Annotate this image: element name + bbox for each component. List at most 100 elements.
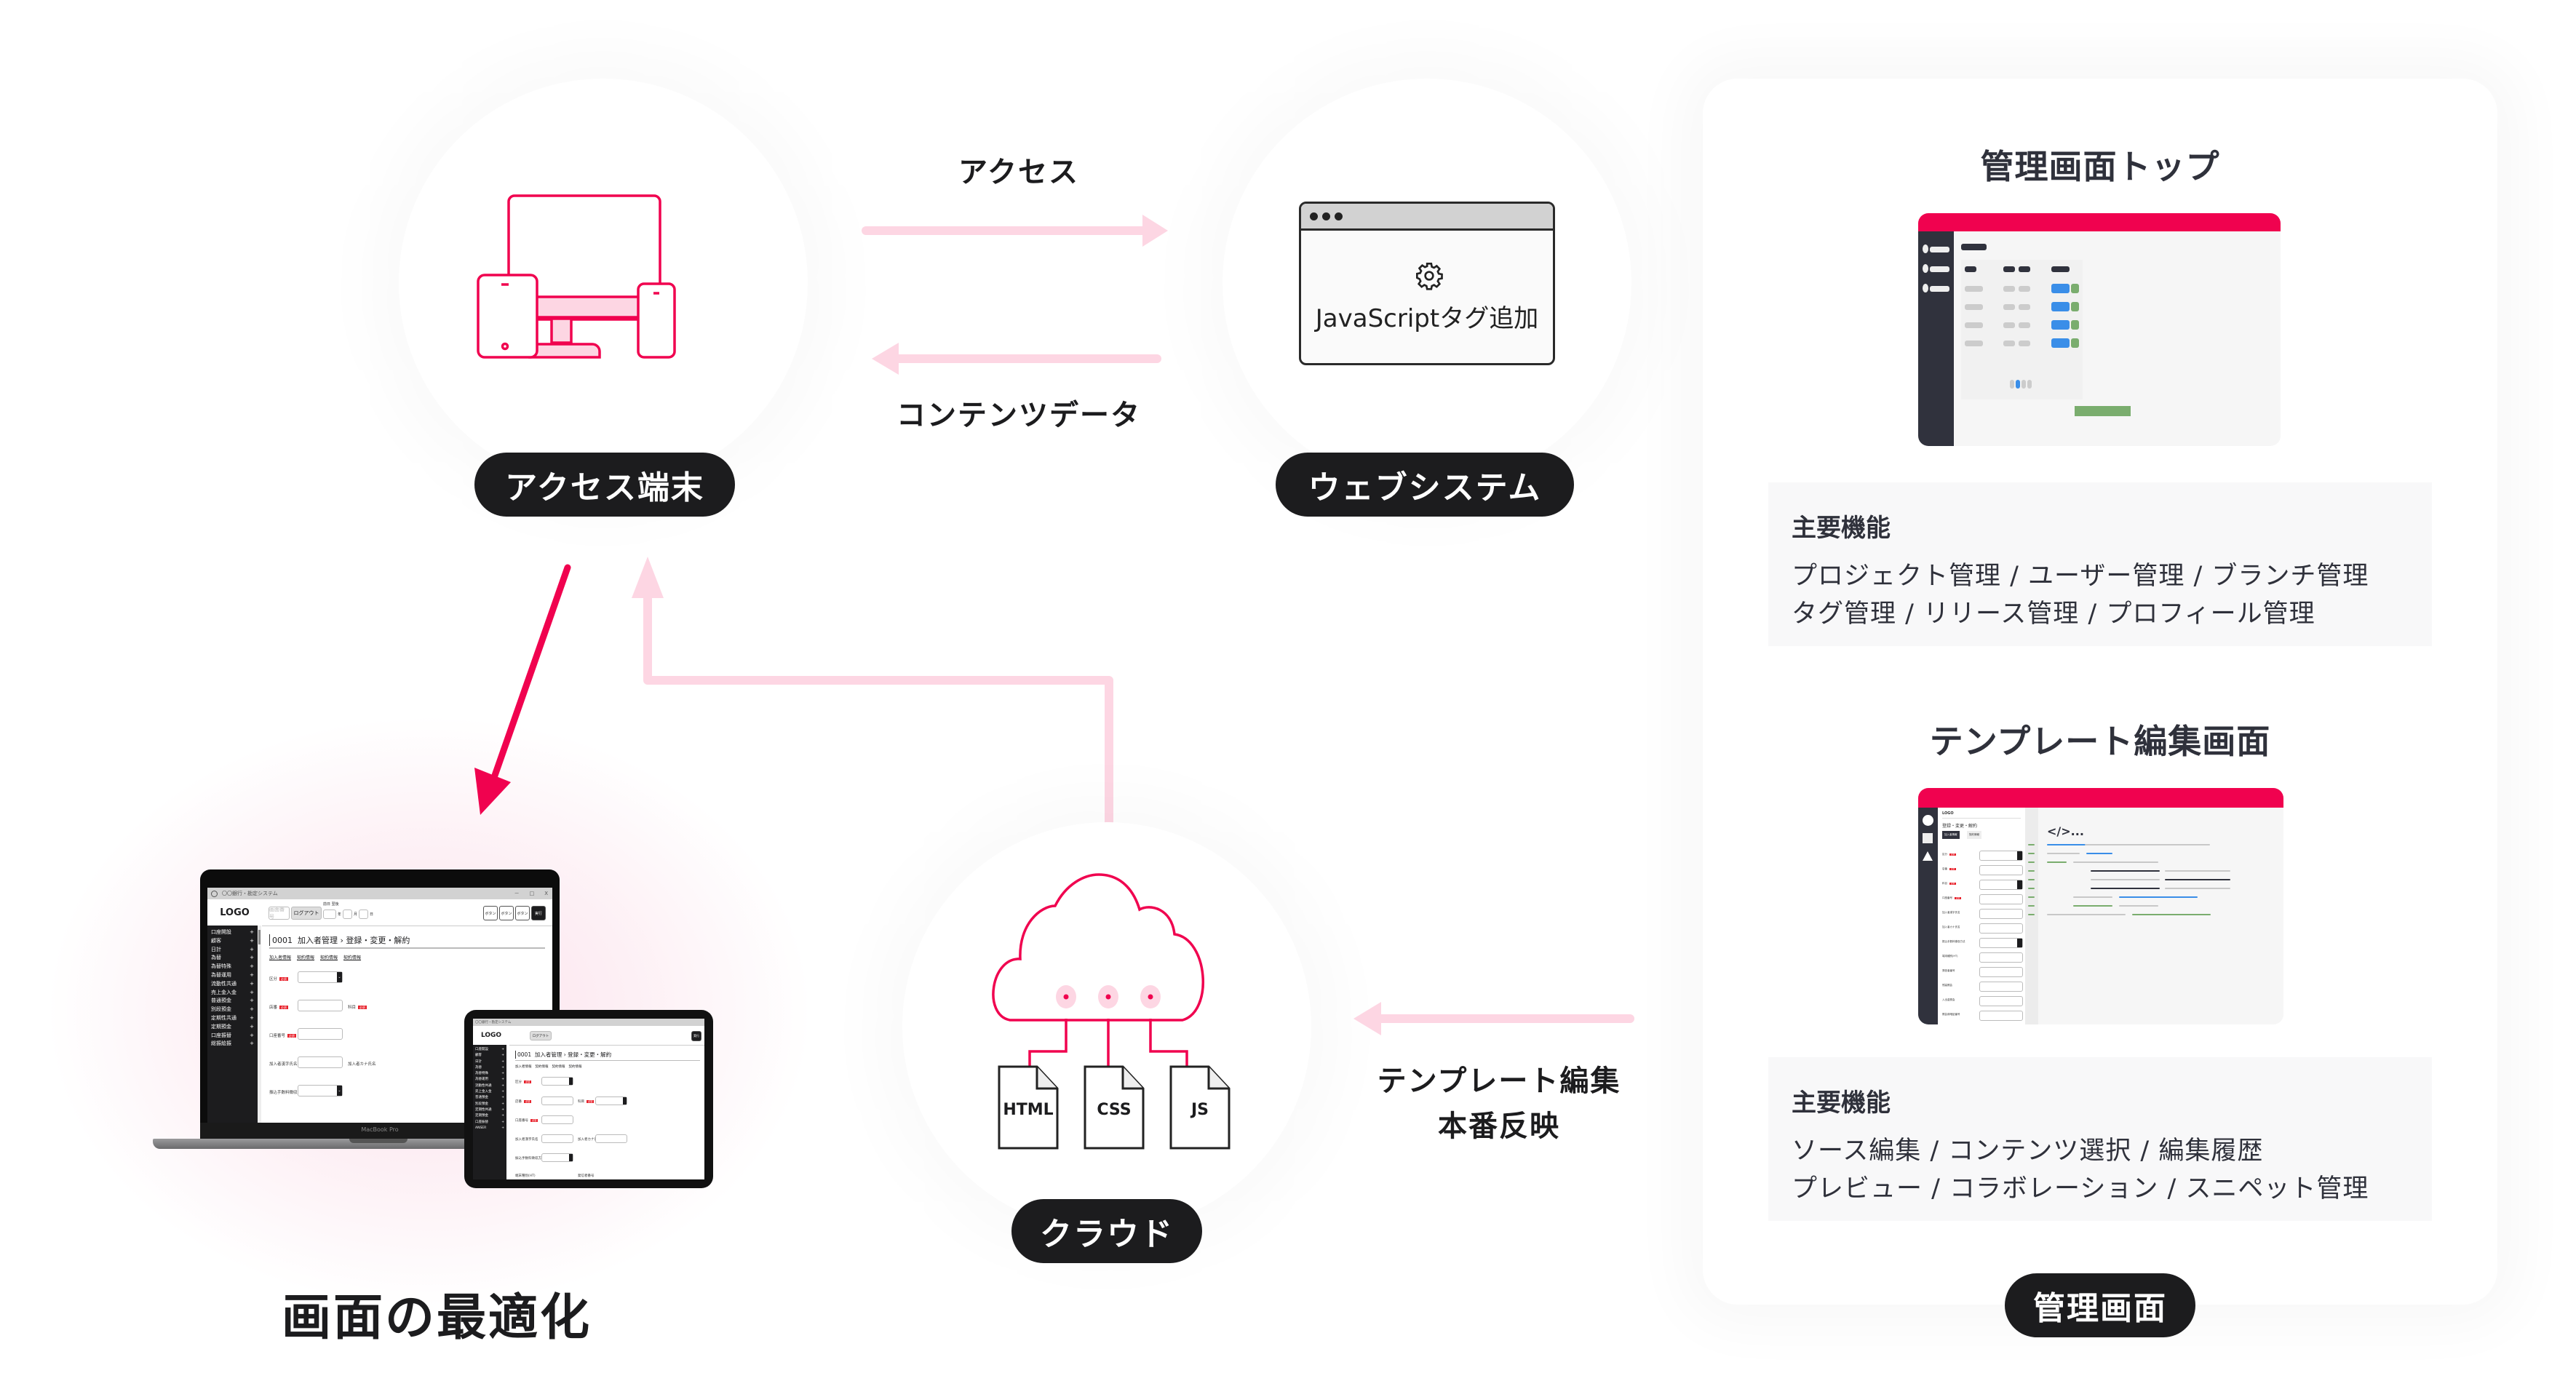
tablet-kanji-input[interactable] (541, 1134, 573, 1143)
mock-tab[interactable]: 契約情報 (1967, 831, 1981, 839)
code-line (2091, 879, 2160, 880)
app-tab[interactable]: 加入者情報 (515, 1065, 532, 1069)
execute-button[interactable]: 実行 (531, 906, 546, 920)
sidebar-item[interactable]: ANSER+ (475, 1126, 504, 1131)
sidebar-item[interactable]: 為替+ (475, 1065, 504, 1071)
sidebar-item[interactable]: 流動性共通+ (475, 1083, 504, 1089)
editor-title: テンプレート編集画面 (1929, 722, 2271, 761)
sidebar-item[interactable]: 普通預金+ (211, 997, 254, 1006)
gutter-marker (2028, 905, 2035, 907)
screen-number-input[interactable]: 画面番号 (269, 907, 290, 920)
mock-field-input[interactable] (1979, 996, 2023, 1006)
tenban-input[interactable] (298, 1000, 343, 1011)
mock-field-input[interactable] (1979, 1011, 2023, 1021)
year-input[interactable] (323, 910, 336, 919)
minimize-button[interactable]: － (514, 891, 520, 896)
sidebar-item[interactable]: 顧客+ (475, 1053, 504, 1059)
sidebar-item[interactable]: 日計+ (211, 946, 254, 955)
sidebar-item-label: 別段預金 (211, 1006, 231, 1013)
sidebar-item[interactable]: 普通預金+ (475, 1095, 504, 1101)
sidebar-item-label: 売上金入金 (475, 1090, 492, 1094)
next-day-checkbox[interactable]: 翌後 (331, 902, 339, 907)
tablet-kubun-select[interactable] (541, 1077, 573, 1086)
prev-day-checkbox[interactable]: 前日 (323, 902, 331, 907)
fee-select[interactable]: ⌄ (298, 1085, 343, 1096)
sidebar-item[interactable]: 日計+ (475, 1059, 504, 1065)
sidebar-item[interactable]: 為替特殊+ (475, 1071, 504, 1077)
sidebar-item[interactable]: 為替+ (211, 954, 254, 963)
mock-code-lines (2025, 808, 2283, 1024)
mock-field-label: 入出金照会 (1942, 998, 1955, 1001)
tablet-header: ログアウト 実行 (509, 1026, 704, 1046)
mock-tab-active[interactable]: 加入者情報 (1942, 831, 1960, 839)
sidebar-item[interactable]: 流動性共通+ (211, 980, 254, 989)
app-tab[interactable]: 契約情報 (297, 955, 315, 960)
tablet-kana-input[interactable] (595, 1134, 627, 1143)
sidebar-item[interactable]: 為替運用+ (475, 1077, 504, 1083)
day-input[interactable] (359, 910, 369, 919)
mock-field-input[interactable] (1979, 967, 2023, 977)
mock-field-input[interactable] (1979, 909, 2023, 919)
sidebar-item[interactable]: 定期預金+ (475, 1113, 504, 1119)
mock-field-input[interactable] (1979, 952, 2023, 963)
tablet-kamoku-select[interactable] (595, 1096, 627, 1105)
gutter-marker (2028, 853, 2035, 854)
mock-field-input[interactable] (1979, 865, 2023, 875)
tablet-fee-select[interactable] (541, 1153, 573, 1162)
sidebar-item[interactable]: 別段預金+ (475, 1102, 504, 1107)
app-tab[interactable]: 契約情報 (535, 1065, 549, 1069)
app-tab[interactable]: 契約情報 (568, 1065, 582, 1069)
sidebar-item[interactable]: 定期性共通+ (475, 1107, 504, 1113)
header-button[interactable]: ボタン (499, 906, 514, 920)
app-tab[interactable]: 契約情報 (320, 955, 338, 960)
sidebar-item[interactable]: 為替特殊+ (211, 963, 254, 971)
header-button[interactable]: ボタン (483, 906, 498, 920)
sidebar-item[interactable]: 売上金入金+ (475, 1089, 504, 1095)
app-tab[interactable]: 加入者情報 (269, 955, 292, 960)
circle-tool-icon[interactable] (1923, 815, 1933, 826)
mock-field-label: 発信者番号 (1942, 969, 1955, 972)
mock-field-input[interactable] (1979, 982, 2023, 992)
app-scrollbar[interactable] (258, 926, 261, 1123)
sidebar-item[interactable]: 口座振替+ (475, 1120, 504, 1126)
sidebar-item[interactable]: 顧客+ (211, 937, 254, 946)
app-tab[interactable]: 契約情報 (552, 1065, 565, 1069)
mock-cell (2003, 286, 2015, 292)
sidebar-item[interactable]: 定期預金+ (211, 1023, 254, 1032)
admin-label: 管理画面 (2005, 1273, 2195, 1337)
sidebar-item[interactable]: 売上金入金+ (211, 989, 254, 998)
code-line (2165, 879, 2230, 880)
square-tool-icon[interactable] (1923, 833, 1933, 843)
triangle-tool-icon[interactable] (1923, 851, 1933, 861)
tablet-koza-input[interactable] (541, 1115, 573, 1124)
plus-icon: + (250, 946, 254, 952)
sidebar-item[interactable]: 口座振替+ (211, 1032, 254, 1040)
chevron-down-icon: ⌄ (337, 972, 342, 982)
kubun-select[interactable]: ⌄ (298, 971, 343, 983)
mock-field-input[interactable] (1979, 938, 2023, 948)
mock-field-input[interactable] (1979, 894, 2023, 904)
gear-icon (1416, 263, 1443, 290)
mock-field-input[interactable] (1979, 923, 2023, 934)
sidebar-item[interactable]: 総振絵振+ (211, 1040, 254, 1048)
tablet-logout-button[interactable]: ログアウト (530, 1031, 552, 1040)
app-tab[interactable]: 契約情報 (343, 955, 362, 960)
koza-input[interactable] (298, 1028, 343, 1040)
maximize-button[interactable]: □ (529, 891, 535, 896)
logout-button[interactable]: ログアウト (291, 907, 322, 920)
mock-field-input[interactable] (1979, 851, 2023, 861)
sidebar-item[interactable]: 口座開設+ (211, 928, 254, 937)
header-button[interactable]: ボタン (515, 906, 530, 920)
tablet-tenban-input[interactable] (541, 1096, 573, 1105)
mock-field-input[interactable] (1979, 880, 2023, 890)
kanji-input[interactable] (298, 1056, 343, 1068)
sidebar-item[interactable]: 口座開設+ (475, 1047, 504, 1053)
close-button[interactable]: X (544, 891, 548, 896)
sidebar-item[interactable]: 定期性共通+ (211, 1014, 254, 1023)
sidebar-item[interactable]: 別段預金+ (211, 1006, 254, 1014)
tablet-execute-button[interactable]: 実行 (691, 1031, 701, 1041)
field-label-kana: 加入者カナ氏名 (348, 1062, 376, 1067)
month-input[interactable] (343, 910, 353, 919)
admin-top-title: 管理画面トップ (1980, 147, 2220, 186)
sidebar-item[interactable]: 為替運用+ (211, 971, 254, 980)
